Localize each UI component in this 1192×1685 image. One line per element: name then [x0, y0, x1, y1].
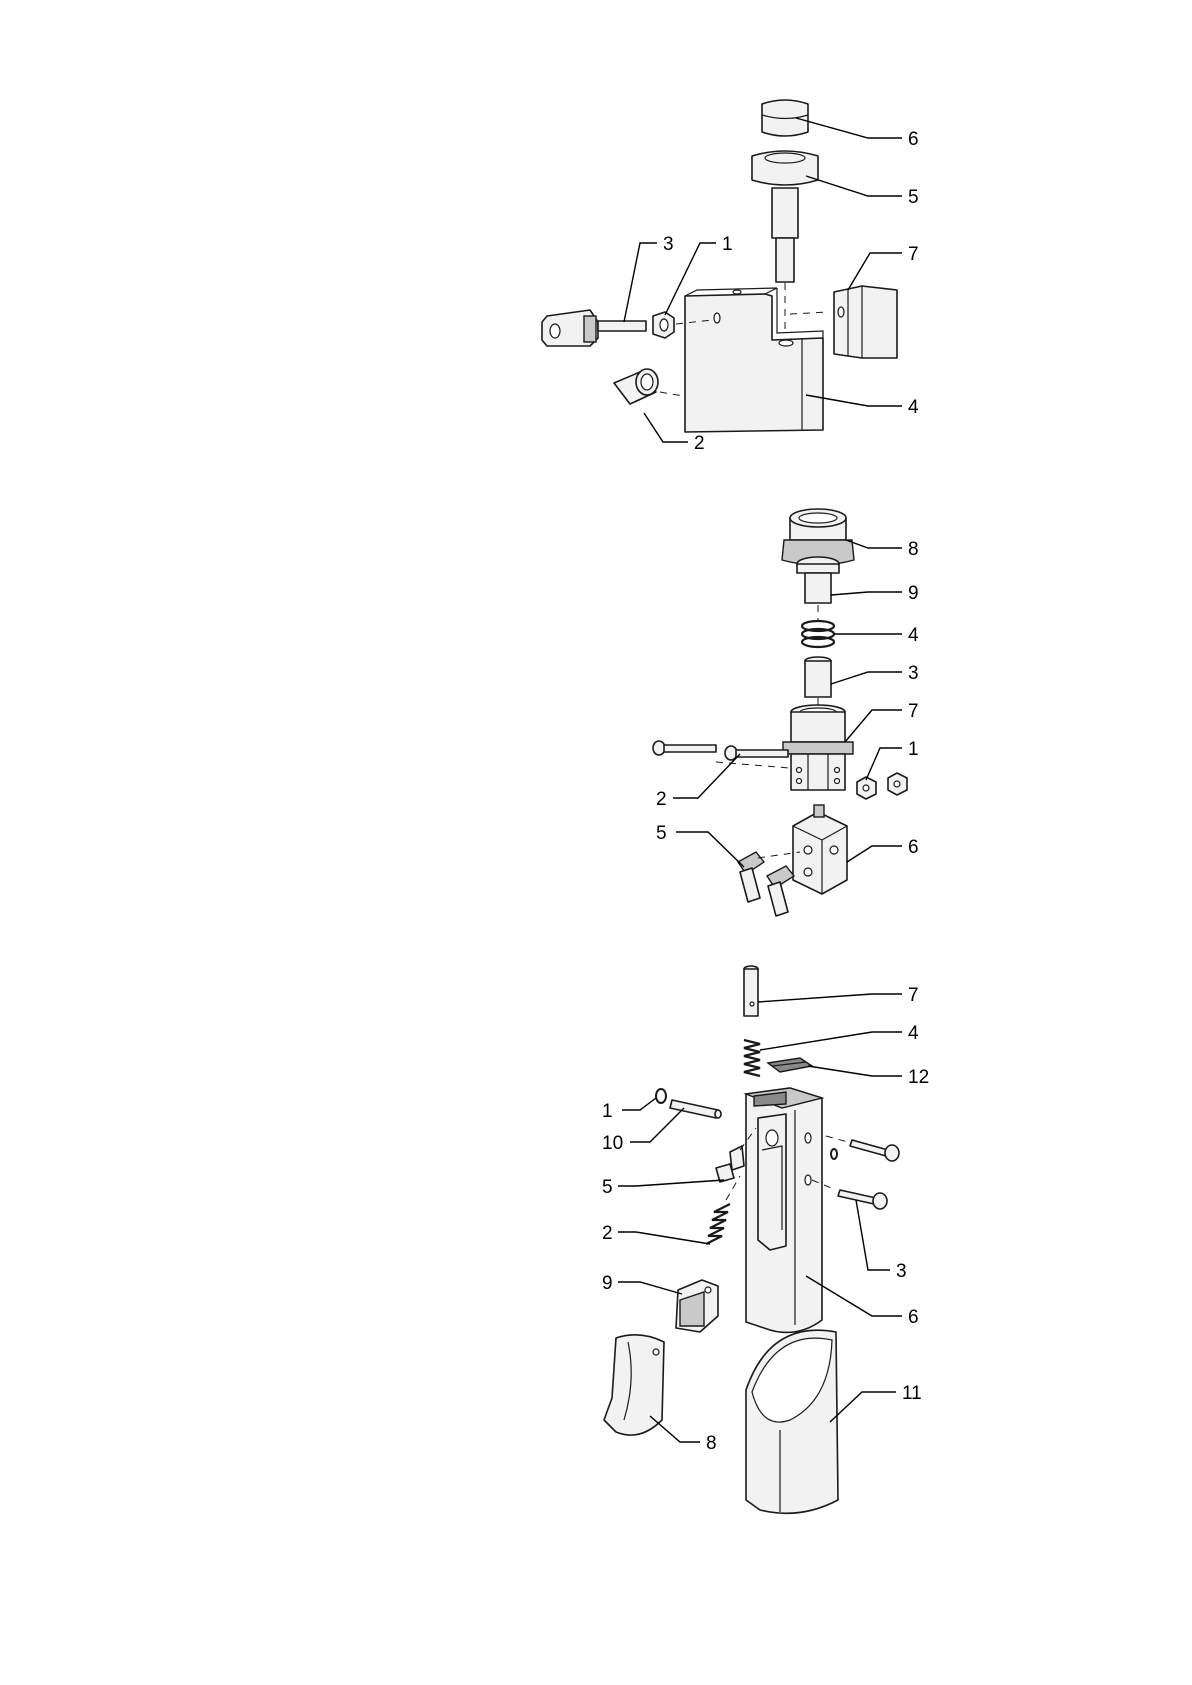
a2-callout-2: 2 — [656, 789, 667, 810]
a3-leader-2 — [618, 1232, 710, 1244]
a2-leader-3 — [831, 672, 902, 684]
a1-part-2-bushing — [614, 369, 658, 404]
a1-callout-4: 4 — [908, 397, 919, 418]
a2-callout-5: 5 — [656, 823, 667, 844]
a3-leader-9 — [618, 1282, 682, 1294]
a2-callout-1: 1 — [908, 739, 919, 760]
a1-part-3-screw — [542, 310, 646, 346]
a3-callout-9: 9 — [602, 1273, 613, 1294]
a1-callout-7: 7 — [908, 244, 919, 265]
a3-part-6-body — [746, 1088, 822, 1332]
a1-part-4-block — [685, 288, 823, 432]
a3-leader-3 — [856, 1200, 890, 1270]
a1-leader-3 — [624, 243, 657, 322]
a3-leader-12 — [808, 1066, 902, 1076]
a3-callout-2: 2 — [602, 1223, 613, 1244]
a1-callout-1: 1 — [722, 234, 733, 255]
a2-part-6-valve-block — [793, 805, 847, 894]
a3-part-4-spring — [744, 1040, 760, 1076]
a2-part-7-body — [783, 705, 853, 790]
a3-callout-3: 3 — [896, 1261, 907, 1282]
a3-callout-7: 7 — [908, 985, 919, 1006]
a3-callout-10: 10 — [602, 1133, 623, 1154]
a3-leader-5 — [618, 1180, 724, 1186]
a3-part-2-spring — [706, 1204, 730, 1244]
a1-callout-3: 3 — [663, 234, 674, 255]
a1-leader-2 — [644, 413, 688, 442]
a3-leader-7 — [758, 994, 902, 1002]
a1-callout-2: 2 — [694, 433, 705, 454]
a3-callout-8: 8 — [706, 1433, 717, 1454]
a1-part-6-cap — [762, 100, 808, 136]
a3-part-12-leaf-spring — [768, 1058, 812, 1072]
assembly-3: 7 4 12 1 10 5 2 3 9 6 11 8 — [602, 966, 929, 1513]
a1-leader-5 — [806, 176, 902, 196]
a2-part-2-bolts — [653, 741, 788, 760]
a2-callout-9: 9 — [908, 583, 919, 604]
a3-part-7-pin — [744, 966, 758, 1016]
a3-part-11-sleeve — [746, 1330, 838, 1513]
a1-leader-6 — [796, 118, 902, 138]
a3-callout-12: 12 — [908, 1067, 929, 1088]
a2-leader-6 — [847, 846, 902, 862]
a3-callout-6: 6 — [908, 1307, 919, 1328]
a2-callout-4: 4 — [908, 625, 919, 646]
a1-part-7-clamp — [834, 286, 897, 358]
a2-part-9-piston — [797, 557, 839, 603]
assembly-2: 8 9 4 3 7 1 2 5 6 — [653, 509, 919, 916]
a3-leader-1 — [622, 1098, 656, 1110]
assembly-1: 6 5 7 3 1 4 2 — [542, 100, 919, 454]
a3-callout-4: 4 — [908, 1023, 919, 1044]
a3-leader-10 — [630, 1108, 684, 1142]
a1-part-5-collar-shaft — [752, 151, 818, 282]
a3-part-1-clip — [656, 1089, 666, 1103]
a2-callout-8: 8 — [908, 539, 919, 560]
a2-part-3-sleeve — [805, 657, 831, 697]
a2-leader-5 — [676, 832, 744, 867]
a3-part-3-bolts — [838, 1140, 899, 1209]
a3-retaining-ring — [831, 1149, 837, 1159]
a1-callout-6: 6 — [908, 129, 919, 150]
a2-leader-9 — [831, 592, 902, 595]
a3-leader-11 — [830, 1392, 896, 1422]
a2-leader-8 — [846, 540, 902, 548]
a2-callout-3: 3 — [908, 663, 919, 684]
a3-part-9-latch — [676, 1280, 718, 1332]
a1-callout-5: 5 — [908, 187, 919, 208]
a2-part-5-fittings — [738, 852, 794, 916]
a2-part-4-spring — [802, 621, 834, 647]
a3-leader-4 — [760, 1032, 902, 1050]
a2-part-1-nuts — [857, 773, 907, 799]
a2-callout-6: 6 — [908, 837, 919, 858]
a3-callout-11: 11 — [902, 1383, 922, 1404]
a1-part-1-nut — [653, 312, 674, 338]
a3-callout-5: 5 — [602, 1177, 613, 1198]
a1-leader-7 — [848, 253, 902, 290]
a3-callout-1: 1 — [602, 1101, 613, 1122]
a2-leader-7 — [845, 710, 902, 742]
a2-callout-7: 7 — [908, 701, 919, 722]
